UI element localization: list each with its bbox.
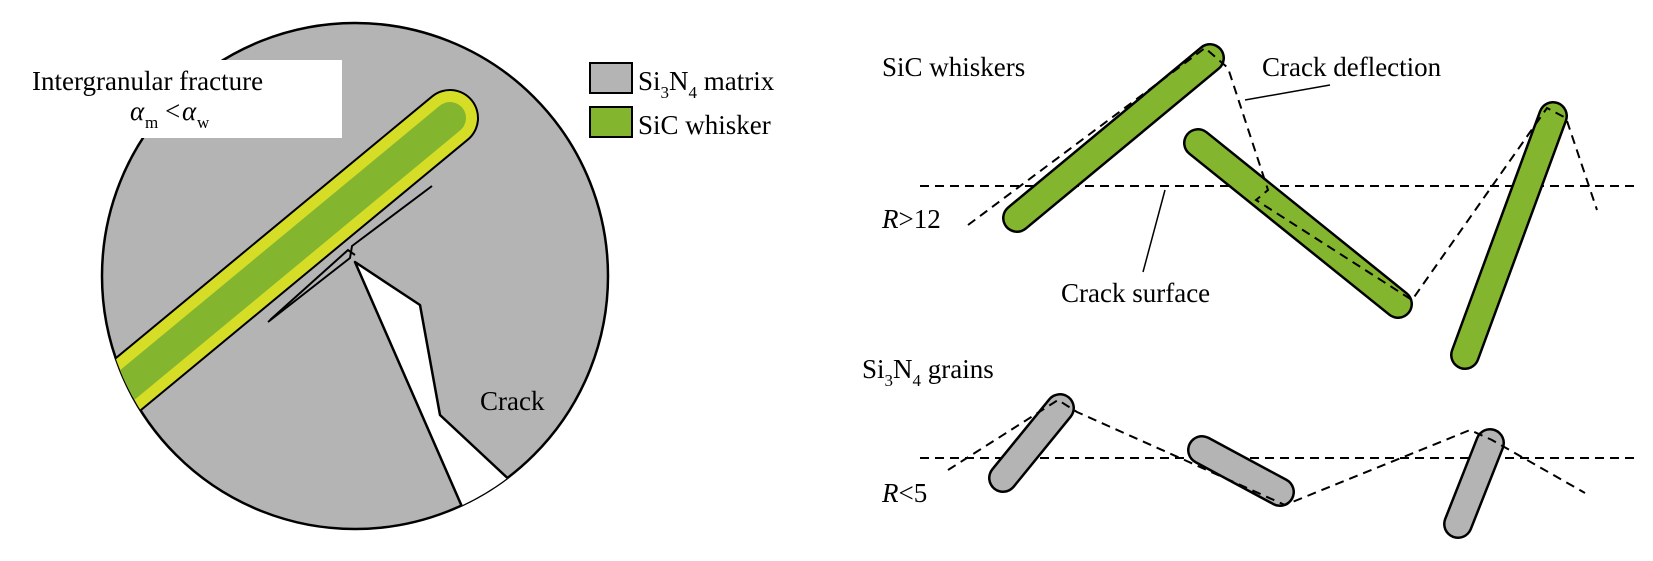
sic-whisker [102, 102, 466, 529]
interfacial-crack-line-upper [267, 185, 433, 323]
crack-surface-leader [1142, 189, 1166, 273]
less-than-sign: < [165, 96, 180, 126]
whisker-rod-2 [1185, 130, 1411, 317]
legend: Si3N4 matrix SiC whisker [589, 62, 775, 140]
legend-swatch-matrix [589, 62, 633, 94]
whisker-crack-path [967, 46, 1598, 302]
grains-group [988, 393, 1505, 539]
sic-whiskers-label: SiC whiskers [882, 52, 1025, 82]
matrix-circle [100, 21, 610, 531]
grains-label: Si3N4 grains [862, 354, 994, 390]
legend-swatch-whisker [589, 106, 633, 138]
grain-rod-1 [990, 395, 1073, 491]
grain-rod-3 [1445, 430, 1503, 537]
r-top-label: R>12 [881, 204, 941, 234]
alpha-w-subscript: w [197, 113, 210, 132]
crack-deflection-leader [1244, 84, 1331, 101]
grain-crack-path [947, 398, 1586, 507]
right-panel: SiC whiskers Crack deflection Crack surf… [862, 43, 1640, 539]
grain-rod-2 [1189, 437, 1293, 505]
legend-label-matrix: Si3N4 matrix [638, 66, 775, 102]
crack-label: Crack [480, 386, 545, 416]
title-intergranular: Intergranular fracture [32, 66, 263, 96]
crack-surface-label: Crack surface [1061, 278, 1210, 308]
whisker-rod-1 [1004, 45, 1223, 231]
legend-label-whisker: SiC whisker [638, 110, 771, 140]
crack-opening [353, 260, 517, 527]
alpha-relation: α m < α w [130, 96, 210, 132]
left-panel: Intergranular fracture α m < α w Crack [28, 21, 610, 531]
crack-deflection-label: Crack deflection [1262, 52, 1442, 82]
alpha-w-symbol: α [182, 96, 197, 126]
whisker-rod-3 [1452, 103, 1566, 368]
sic-whiskers-group [1002, 43, 1568, 370]
alpha-m-symbol: α [130, 96, 145, 126]
title-box [28, 60, 342, 138]
interfacial-crack-line-lower [269, 248, 356, 321]
r-bottom-label: R<5 [881, 478, 927, 508]
alpha-m-subscript: m [145, 113, 158, 132]
